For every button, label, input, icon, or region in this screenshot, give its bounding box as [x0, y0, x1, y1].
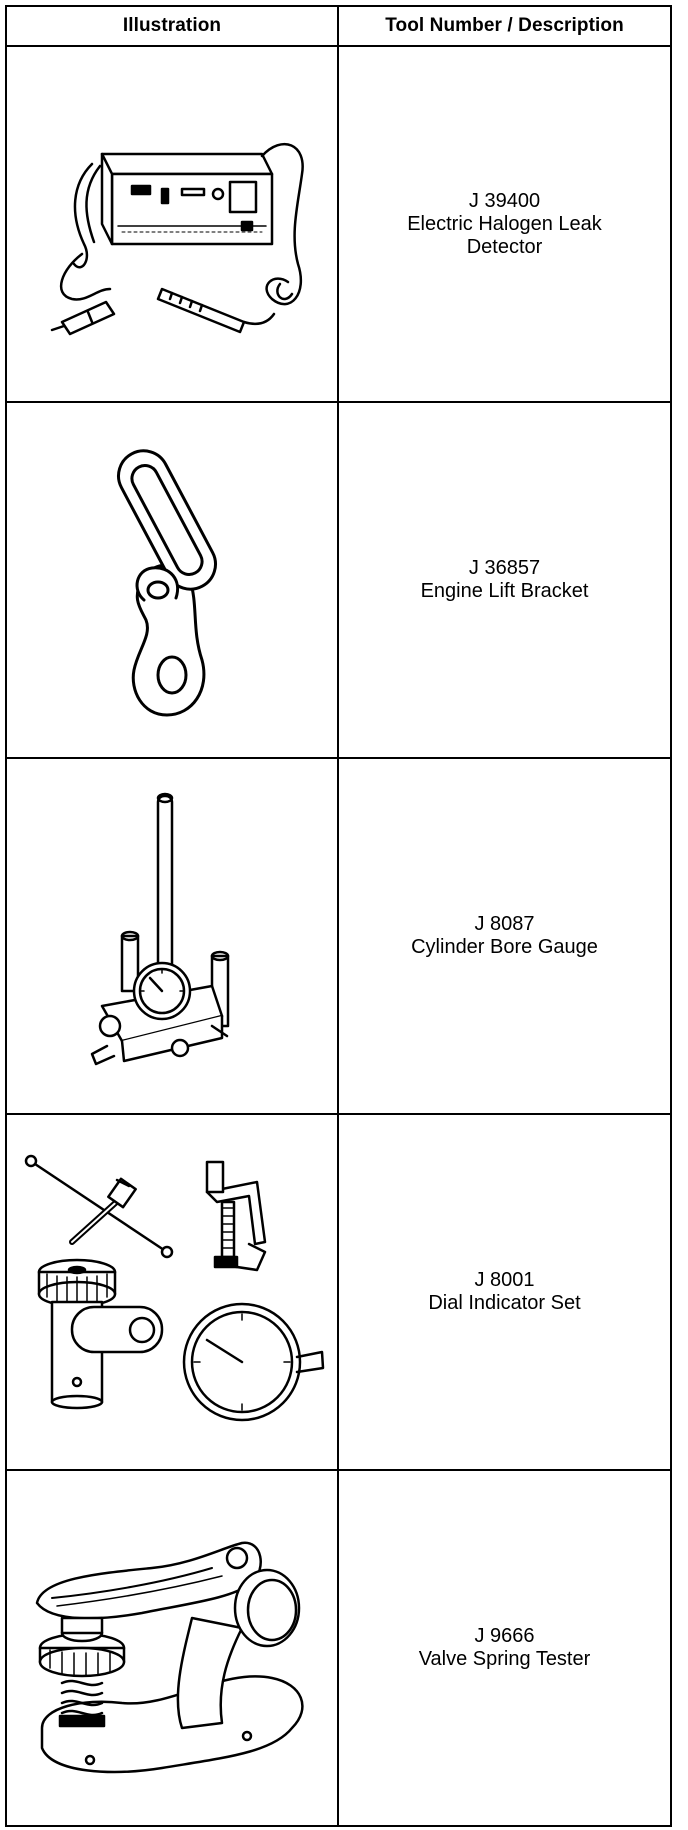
tool-number: J 9666	[474, 1625, 535, 1647]
dial-indicator-set-illustration	[24, 1154, 325, 1422]
tool-number: J 8087	[474, 913, 535, 935]
tool-table: Illustration Tool Number / Description	[5, 5, 672, 1827]
table-row: J 8087 Cylinder Bore Gauge	[5, 757, 672, 1115]
halogen-leak-detector-illustration	[50, 142, 304, 336]
tool-number: J 36857	[468, 557, 541, 579]
tool-description-cell: J 9666 Valve Spring Tester	[337, 1469, 672, 1827]
illustration-cell	[5, 757, 339, 1115]
tool-description: Engine Lift Bracket	[420, 580, 589, 602]
tool-description: Valve Spring Tester	[418, 1648, 591, 1670]
cylinder-bore-gauge-illustration	[90, 792, 230, 1066]
table-row: J 39400 Electric Halogen Leak Detector	[5, 45, 672, 403]
illustration-cell	[5, 1113, 339, 1471]
tool-description-cell: J 36857 Engine Lift Bracket	[337, 401, 672, 759]
tool-number: J 8001	[474, 1269, 535, 1291]
illustration-cell	[5, 1469, 339, 1827]
tool-description: Dial Indicator Set	[428, 1292, 581, 1314]
tool-description-cell: J 8087 Cylinder Bore Gauge	[337, 757, 672, 1115]
illustration-cell	[5, 401, 339, 759]
table-row: J 8001 Dial Indicator Set	[5, 1113, 672, 1471]
header-illustration: Illustration	[5, 5, 339, 47]
header-tool-number-description: Tool Number / Description	[337, 5, 672, 47]
engine-lift-bracket-illustration	[117, 449, 217, 717]
tool-description-cell: J 8001 Dial Indicator Set	[337, 1113, 672, 1471]
table-header-row: Illustration Tool Number / Description	[5, 5, 672, 47]
tool-number: J 39400	[468, 189, 541, 212]
tool-description: Electric Halogen Leak Detector	[407, 212, 602, 258]
table-row: J 9666 Valve Spring Tester	[5, 1469, 672, 1827]
tool-description-cell: J 39400 Electric Halogen Leak Detector	[337, 45, 672, 403]
tool-description: Cylinder Bore Gauge	[411, 936, 598, 958]
illustration-cell	[5, 45, 339, 403]
valve-spring-tester-illustration	[35, 1541, 304, 1774]
table-row: J 36857 Engine Lift Bracket	[5, 401, 672, 759]
